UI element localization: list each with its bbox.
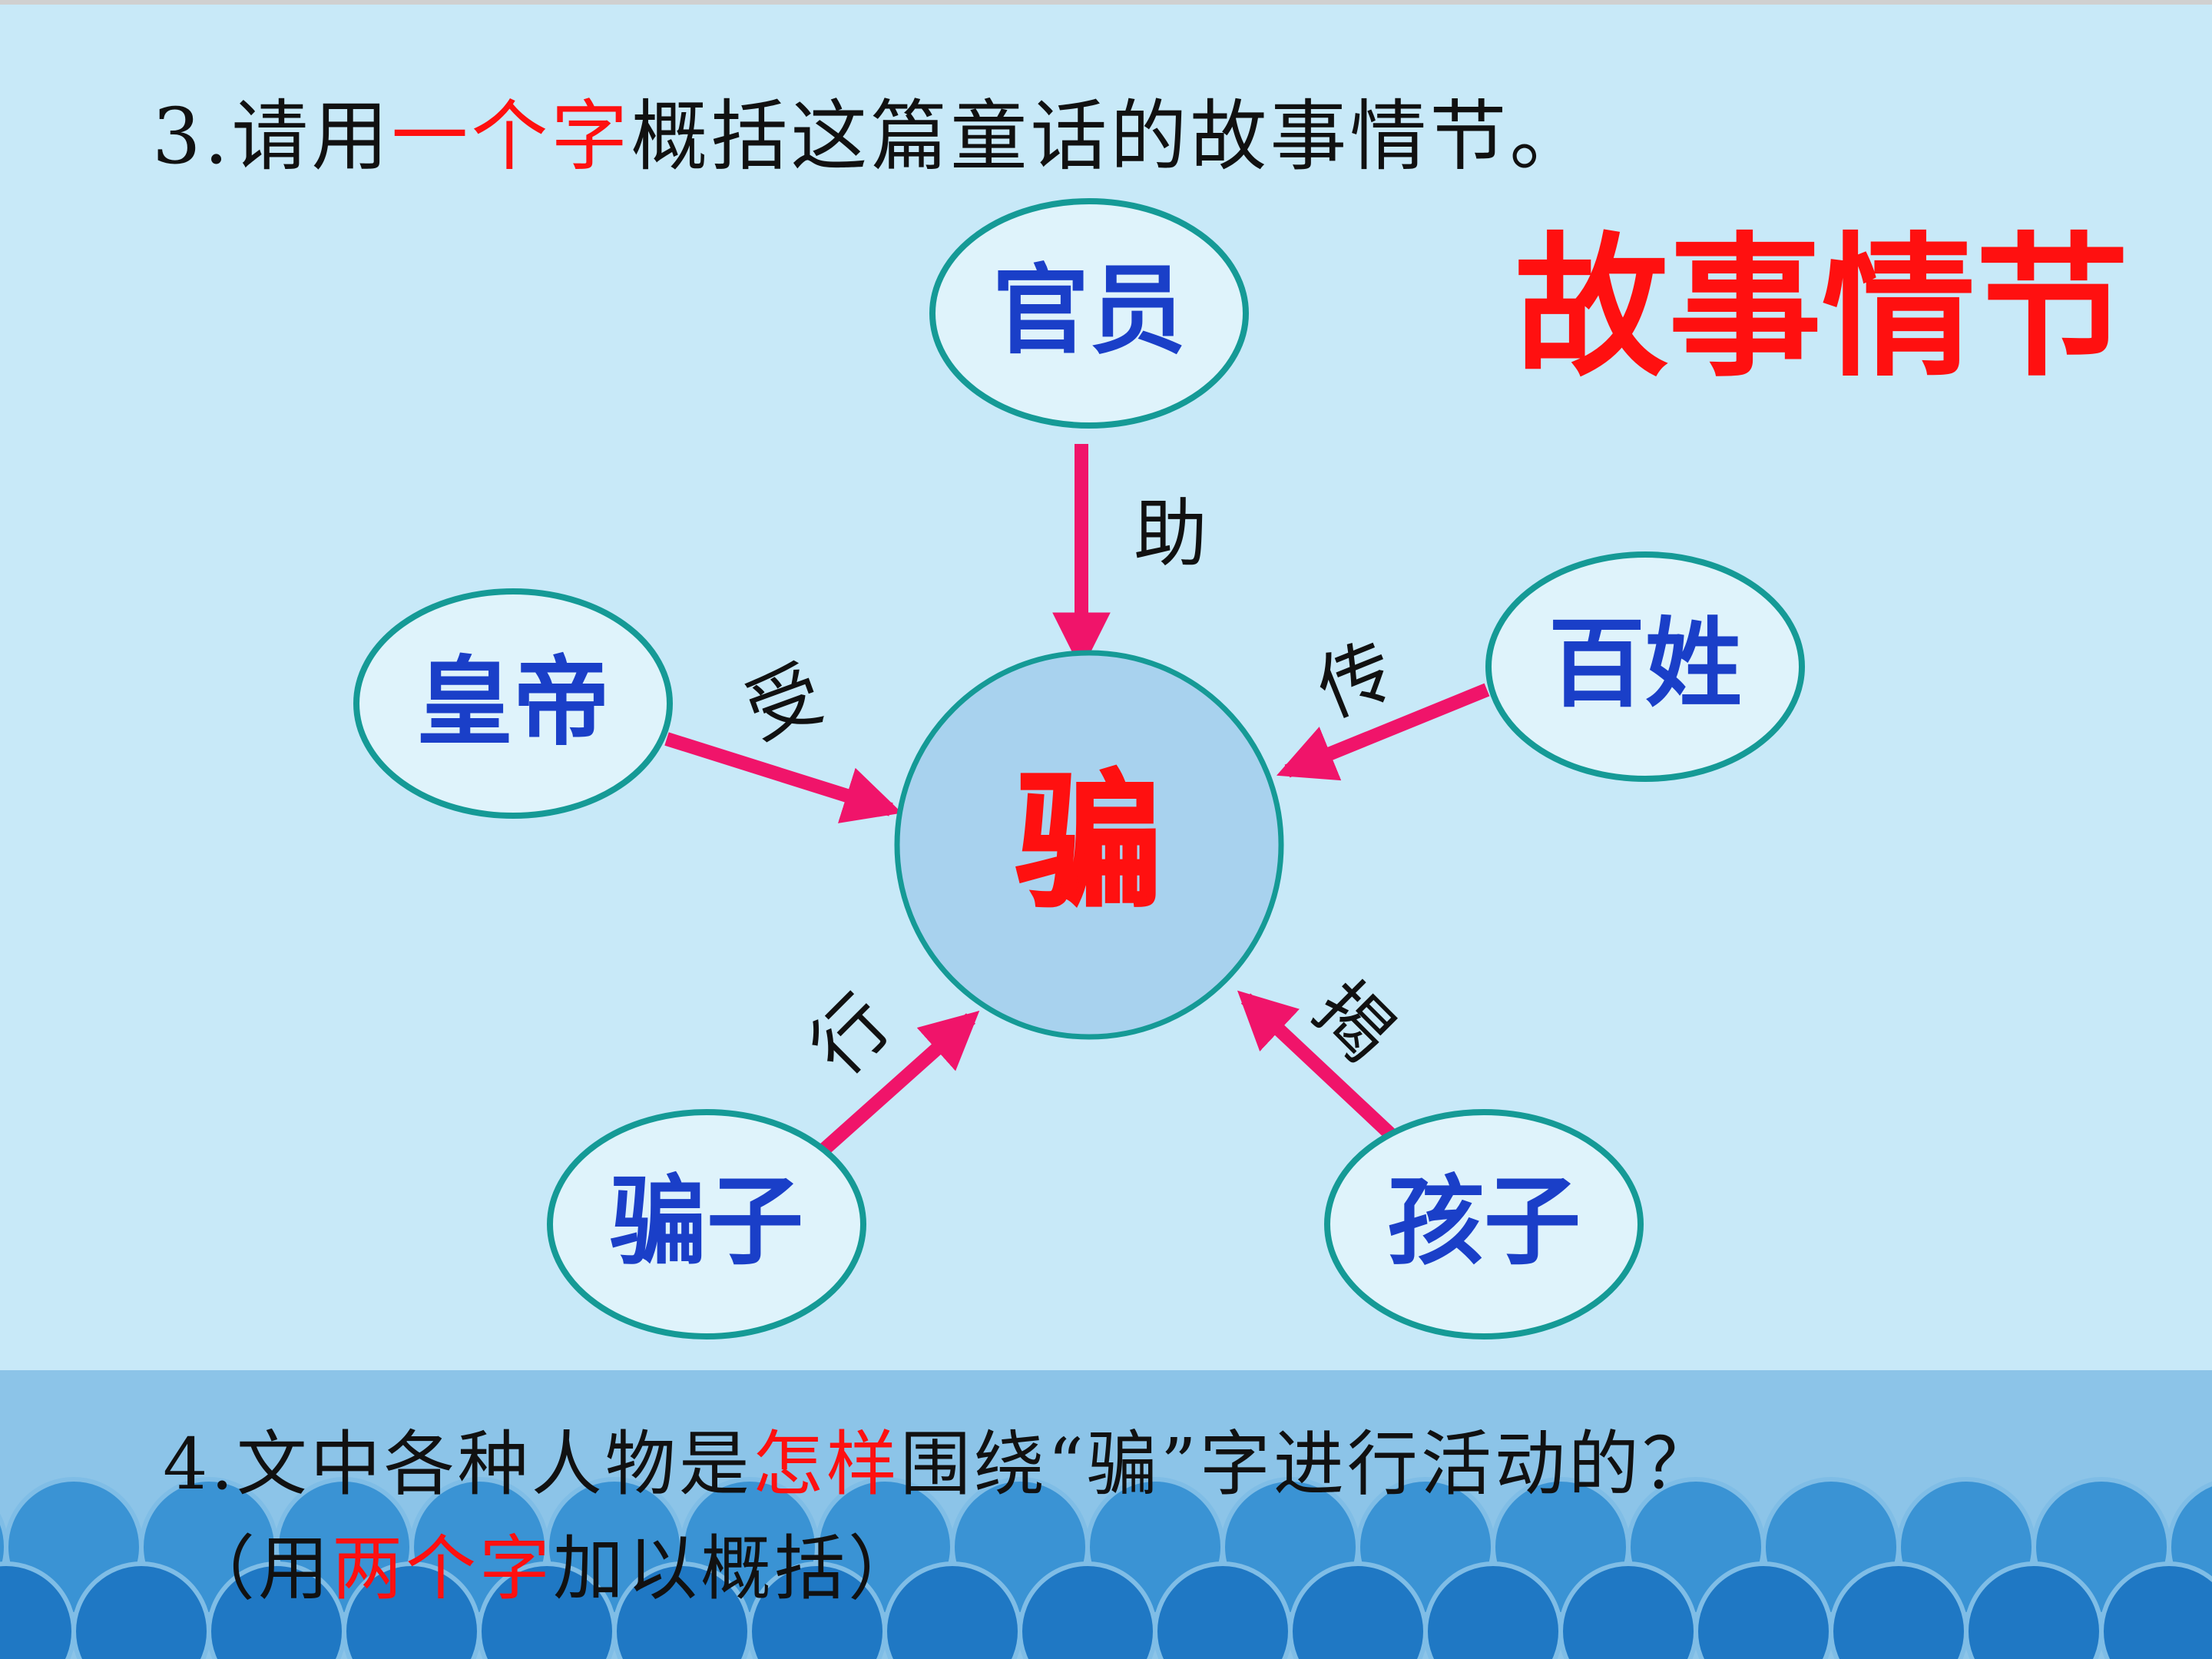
arrow-swindlers <box>808 1010 980 1165</box>
node-emperor <box>353 588 673 819</box>
question-4-number: 4. <box>163 1423 237 1505</box>
node-people <box>1485 551 1805 782</box>
node-emperor-label: 皇帝 <box>416 646 610 759</box>
question-4: 4.文中各种人物是怎样围绕“骗”字进行活动的？ <box>163 1407 1716 1509</box>
section-title: 故事情节 <box>1515 219 2130 398</box>
question-4-line-2-before: （用 <box>184 1528 333 1610</box>
question-4-line-2-highlight: 两个字 <box>332 1528 554 1610</box>
arrow-child <box>1237 990 1400 1144</box>
node-officials <box>929 198 1249 429</box>
question-3: 3.请用一个字概括这篇童话的故事情节。 <box>152 74 1589 185</box>
wave-decoration <box>0 1370 2212 1659</box>
question-3-number: 3. <box>152 91 232 181</box>
question-4-line-2-after: 加以概括） <box>553 1528 922 1610</box>
question-4-text-after: 围绕“骗”字进行活动的？ <box>899 1423 1716 1505</box>
node-child-label: 孩子 <box>1387 1165 1581 1278</box>
question-3-text-after: 概括这篇童话的故事情节。 <box>631 91 1590 181</box>
question-4-text-before: 文中各种人物是 <box>236 1423 753 1505</box>
node-people-label: 百姓 <box>1548 608 1742 720</box>
question-3-highlight: 一个字 <box>391 91 631 181</box>
node-officials-label: 官员 <box>992 254 1186 367</box>
node-child <box>1324 1109 1644 1339</box>
wave-row-front <box>0 1561 2212 1659</box>
center-label: 骗 <box>1016 757 1162 927</box>
story-diagram: 助 受 传 行 揭 骗 官员 皇帝 百姓 骗子 孩子 <box>353 198 1805 1339</box>
arrow-people <box>1276 683 1490 781</box>
question-4-line-2: （用两个字加以概括） <box>184 1512 922 1614</box>
question-3-text-before: 请用 <box>231 91 392 181</box>
edge-label-officials: 助 <box>1134 491 1207 577</box>
node-swindlers <box>547 1109 866 1339</box>
arrow-emperor <box>664 732 902 823</box>
question-4-highlight: 怎样 <box>752 1423 900 1505</box>
node-swindlers-label: 骗子 <box>610 1165 803 1278</box>
top-border <box>0 0 2212 5</box>
wave-arc <box>2099 1561 2212 1659</box>
center-circle <box>894 650 1284 1040</box>
